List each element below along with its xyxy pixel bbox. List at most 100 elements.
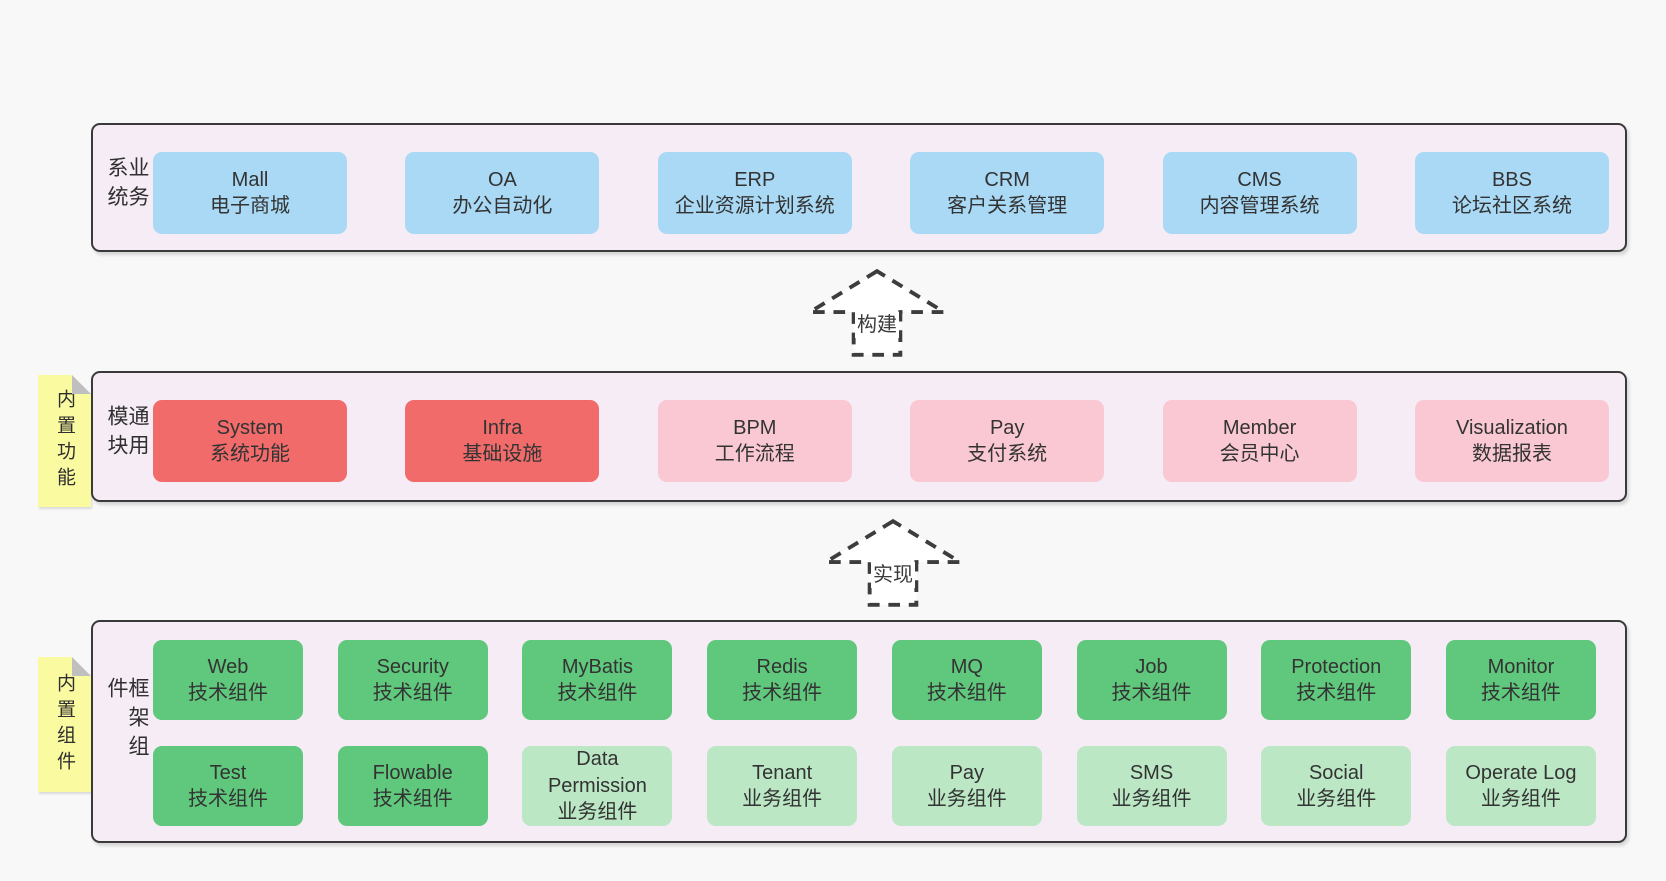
box-subtitle: 技术组件 — [1111, 682, 1192, 704]
box-subtitle: 会员中心 — [1219, 443, 1300, 465]
layer-modules-side-label: 通用模块 — [105, 404, 149, 463]
box-subtitle: 业务组件 — [1296, 788, 1377, 810]
box-monitor: Monitor 技术组件 — [1445, 640, 1596, 720]
box-title: Infra — [482, 416, 523, 439]
box-protection: Protection 技术组件 — [1261, 640, 1412, 720]
box-social: Social 业务组件 — [1261, 746, 1412, 826]
box-subtitle: 论坛社区系统 — [1451, 195, 1572, 217]
box-bbs: BBS 论坛社区系统 — [1414, 152, 1609, 234]
layer-business-systems: 业务系统 Mall 电子商城 OA 办公自动化 ERP 企业资源计划系统 CRM… — [91, 123, 1627, 252]
box-bpm: BPM 工作流程 — [657, 400, 852, 482]
box-title: BBS — [1491, 168, 1532, 191]
box-title: Member — [1222, 416, 1297, 439]
box-subtitle: 技术组件 — [372, 788, 453, 810]
box-subtitle: 业务组件 — [557, 801, 638, 824]
box-cms: CMS 内容管理系统 — [1162, 152, 1357, 234]
box-subtitle: 业务组件 — [1480, 788, 1561, 810]
box-security: Security 技术组件 — [337, 640, 488, 720]
box-title: Job — [1135, 655, 1168, 678]
box-subtitle: 数据报表 — [1471, 443, 1552, 465]
box-subtitle: 办公自动化 — [452, 195, 553, 217]
box-title: Monitor — [1487, 655, 1555, 678]
box-oa: OA 办公自动化 — [405, 152, 600, 234]
box-operate-log: Operate Log 业务组件 — [1445, 746, 1596, 826]
box-title: Data Permission — [547, 748, 647, 797]
box-subtitle: 技术组件 — [742, 682, 823, 704]
box-title: Pay — [949, 761, 985, 784]
box-subtitle: 业务组件 — [1111, 788, 1192, 810]
box-title: BPM — [733, 416, 777, 439]
implement-arrow: 实现 — [822, 517, 964, 609]
box-data-permission: Data Permission 业务组件 — [522, 746, 673, 826]
box-subtitle: 技术组件 — [188, 788, 268, 810]
box-subtitle: 技术组件 — [188, 682, 268, 704]
box-title: OA — [487, 168, 517, 191]
box-subtitle: 业务组件 — [742, 788, 823, 810]
box-title: CMS — [1237, 168, 1282, 191]
box-subtitle: 技术组件 — [1296, 682, 1377, 704]
box-title: Flowable — [372, 761, 453, 784]
box-subtitle: 技术组件 — [1480, 682, 1561, 704]
box-crm: CRM 客户关系管理 — [910, 152, 1105, 234]
box-flowable: Flowable 技术组件 — [337, 746, 488, 826]
box-title: Tenant — [752, 761, 813, 784]
box-system: System 系统功能 — [153, 400, 347, 482]
build-arrow-label: 构建 — [855, 312, 899, 338]
box-web: Web 技术组件 — [153, 640, 303, 720]
box-pay-component: Pay 业务组件 — [891, 746, 1042, 826]
box-sms: SMS 业务组件 — [1076, 746, 1227, 826]
components-row-1: Web 技术组件 Security 技术组件 MyBatis 技术组件 Redi… — [153, 640, 1596, 720]
layer-components-side-label: 框架组件 — [105, 676, 149, 764]
modules-box-row: System 系统功能 Infra 基础设施 BPM 工作流程 Pay 支付系统… — [153, 400, 1609, 482]
box-title: Test — [209, 761, 247, 784]
box-redis: Redis 技术组件 — [707, 640, 858, 720]
tag-built-in-features-label: 内置功能 — [54, 389, 75, 493]
components-row-2: Test 技术组件 Flowable 技术组件 Data Permission … — [153, 746, 1596, 826]
box-subtitle: 基础设施 — [462, 443, 543, 465]
box-test: Test 技术组件 — [153, 746, 303, 826]
box-title: SMS — [1129, 761, 1174, 784]
box-subtitle: 技术组件 — [926, 682, 1007, 704]
box-title: Redis — [756, 655, 808, 678]
build-arrow: 构建 — [806, 267, 948, 359]
box-title: Security — [376, 655, 449, 678]
box-pay-system: Pay 支付系统 — [910, 400, 1105, 482]
box-title: MQ — [950, 655, 983, 678]
box-job: Job 技术组件 — [1076, 640, 1227, 720]
box-subtitle: 系统功能 — [210, 443, 290, 465]
box-subtitle: 技术组件 — [372, 682, 453, 704]
box-title: Pay — [989, 416, 1025, 439]
box-title: Social — [1308, 761, 1364, 784]
layer-framework-components: 框架组件 Web 技术组件 Security 技术组件 MyBatis 技术组件… — [91, 620, 1627, 843]
box-infra: Infra 基础设施 — [405, 400, 600, 482]
box-tenant: Tenant 业务组件 — [707, 746, 858, 826]
tag-built-in-components: 内置组件 — [38, 657, 91, 792]
box-title: ERP — [734, 168, 776, 191]
box-title: Operate Log — [1465, 761, 1577, 784]
box-subtitle: 业务组件 — [926, 788, 1007, 810]
box-subtitle: 企业资源计划系统 — [674, 195, 835, 217]
box-subtitle: 电子商城 — [210, 195, 290, 217]
business-box-row: Mall 电子商城 OA 办公自动化 ERP 企业资源计划系统 CRM 客户关系… — [153, 152, 1609, 234]
box-title: Web — [207, 655, 249, 678]
implement-arrow-label: 实现 — [871, 562, 915, 588]
box-title: Visualization — [1455, 416, 1568, 439]
box-subtitle: 技术组件 — [557, 682, 638, 704]
box-erp: ERP 企业资源计划系统 — [657, 152, 852, 234]
tag-built-in-components-label: 内置组件 — [54, 672, 75, 777]
box-title: Protection — [1291, 655, 1382, 678]
box-mq: MQ 技术组件 — [891, 640, 1042, 720]
box-title: MyBatis — [561, 655, 633, 678]
box-subtitle: 内容管理系统 — [1199, 195, 1320, 217]
box-subtitle: 支付系统 — [967, 443, 1048, 465]
box-member: Member 会员中心 — [1162, 400, 1357, 482]
tag-built-in-features: 内置功能 — [38, 375, 91, 507]
box-mybatis: MyBatis 技术组件 — [522, 640, 673, 720]
box-title: Mall — [231, 168, 269, 191]
box-title: CRM — [984, 168, 1030, 191]
box-subtitle: 客户关系管理 — [947, 195, 1068, 217]
layer-business-side-label: 业务系统 — [105, 156, 149, 215]
box-visualization: Visualization 数据报表 — [1414, 400, 1609, 482]
box-title: System — [216, 416, 284, 439]
box-subtitle: 工作流程 — [714, 443, 795, 465]
